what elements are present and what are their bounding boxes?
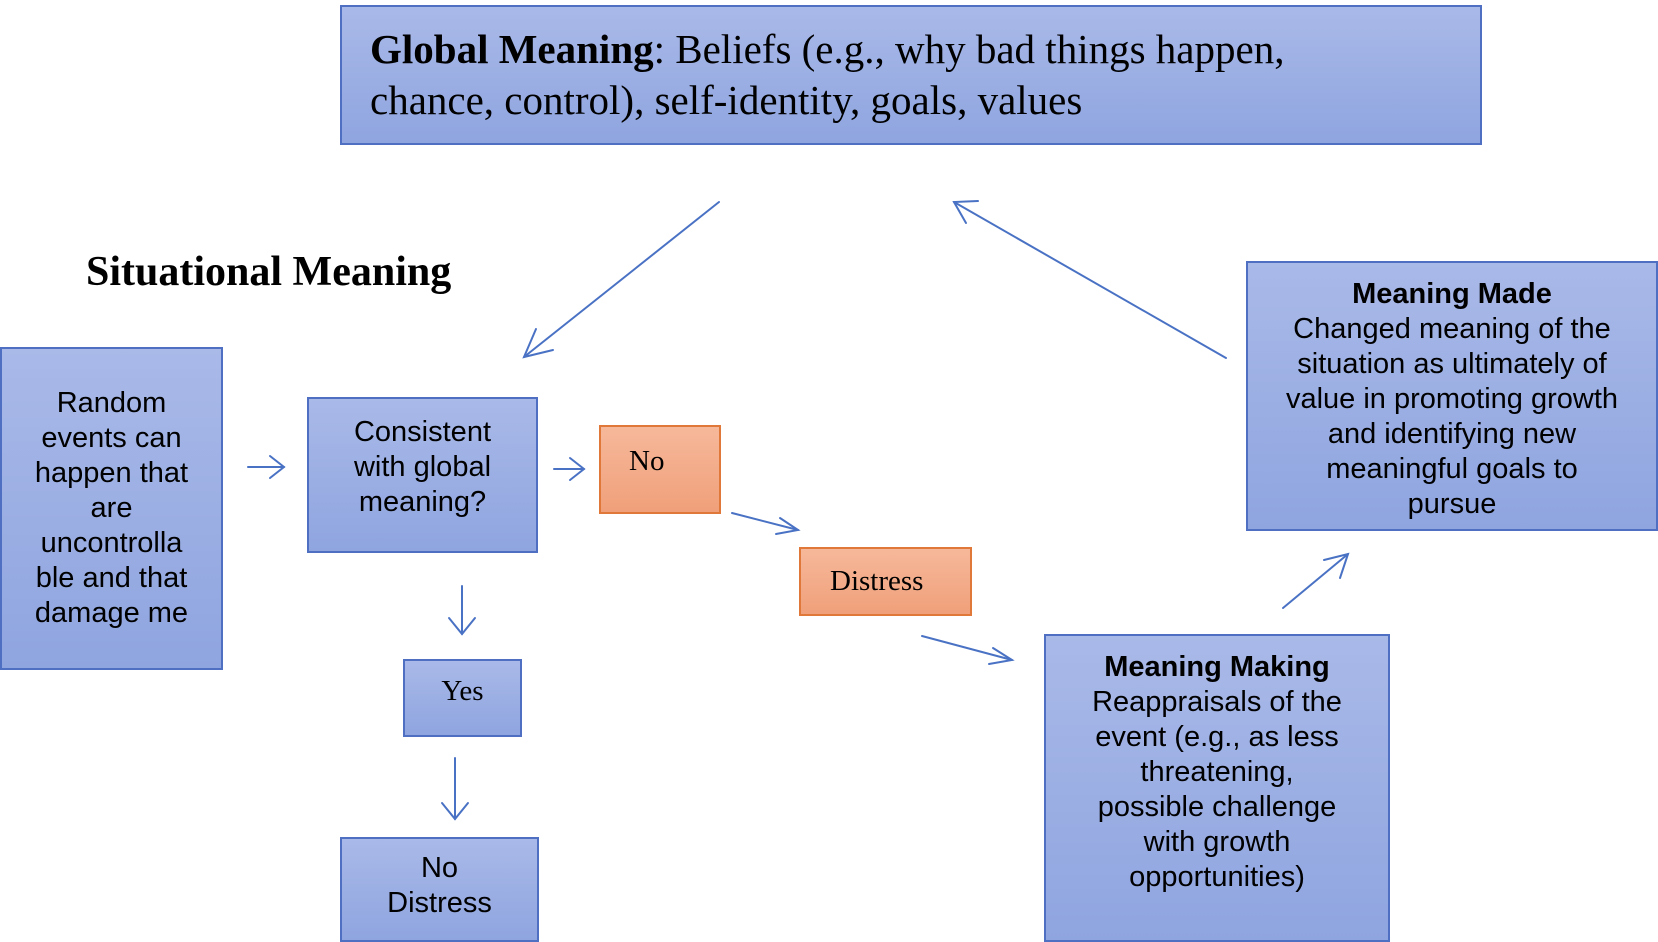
- arrow-meaning-making-to-meaning-made: [1282, 552, 1350, 609]
- random-events-line: uncontrolla: [40, 527, 183, 559]
- no-label: No: [629, 445, 665, 477]
- arrow-yes-to-no-distress: [441, 757, 469, 821]
- random-events-line: events can: [41, 422, 182, 454]
- arrow-no-to-distress: [731, 512, 801, 535]
- meaning-making-line: opportunities): [1129, 861, 1305, 893]
- consistent-line: meaning?: [358, 486, 487, 518]
- random-events-line: are: [90, 492, 133, 524]
- meaning-made-line: pursue: [1407, 488, 1497, 520]
- random-events-line: damage me: [34, 597, 189, 629]
- distress-label: Distress: [830, 565, 924, 597]
- meaning-making-line: with growth: [1143, 826, 1291, 858]
- random-events-line: ble and that: [35, 562, 188, 594]
- random-events-line: happen that: [34, 457, 189, 489]
- distress-box: Distress: [799, 547, 972, 616]
- consistent-line: with global: [353, 451, 492, 483]
- yes-label: Yes: [441, 675, 484, 707]
- global-meaning-text: Global Meaning: Beliefs (e.g., why bad t…: [370, 24, 1284, 126]
- meaning-making-heading: Meaning Making: [1104, 651, 1330, 683]
- arrow-meaning-made-to-global: [952, 200, 1227, 359]
- no-distress-line: Distress: [387, 887, 492, 919]
- meaning-making-box: Meaning Making Reappraisals of the event…: [1044, 634, 1390, 942]
- situational-meaning-title: Situational Meaning: [86, 249, 452, 295]
- no-distress-line: No: [420, 852, 459, 884]
- random-events-box: Random events can happen that are uncont…: [0, 347, 223, 670]
- global-meaning-line1: : Beliefs (e.g., why bad things happen,: [653, 26, 1285, 72]
- arrow-global-to-consistent: [522, 201, 720, 359]
- arrow-consistent-to-no: [553, 457, 586, 481]
- meaning-making-line: threatening,: [1140, 756, 1294, 788]
- meaning-made-line: situation as ultimately of: [1297, 348, 1607, 380]
- consistent-line: Consistent: [353, 416, 491, 448]
- arrow-random-to-consistent: [247, 455, 286, 479]
- no-distress-box: No Distress: [340, 837, 539, 942]
- meaning-made-line: meaningful goals to: [1326, 453, 1578, 485]
- meaning-made-line: Changed meaning of the: [1293, 313, 1611, 345]
- meaning-making-line: possible challenge: [1097, 791, 1337, 823]
- meaning-making-line: event (e.g., as less: [1095, 721, 1339, 753]
- meaning-made-heading: Meaning Made: [1352, 278, 1552, 310]
- random-events-line: Random: [56, 387, 167, 419]
- arrow-consistent-to-yes: [448, 585, 476, 636]
- yes-box: Yes: [403, 659, 522, 737]
- global-meaning-line2: chance, control), self-identity, goals, …: [370, 77, 1083, 123]
- no-box: No: [599, 425, 721, 514]
- arrow-distress-to-meaning-making: [921, 635, 1015, 665]
- meaning-made-line: and identifying new: [1327, 418, 1577, 450]
- global-meaning-box: Global Meaning: Beliefs (e.g., why bad t…: [340, 5, 1482, 145]
- meaning-making-line: Reappraisals of the: [1092, 686, 1342, 718]
- meaning-made-box: Meaning Made Changed meaning of the situ…: [1246, 261, 1658, 531]
- global-meaning-heading: Global Meaning: [370, 26, 654, 72]
- consistent-box: Consistent with global meaning?: [307, 397, 538, 553]
- meaning-made-line: value in promoting growth: [1285, 383, 1619, 415]
